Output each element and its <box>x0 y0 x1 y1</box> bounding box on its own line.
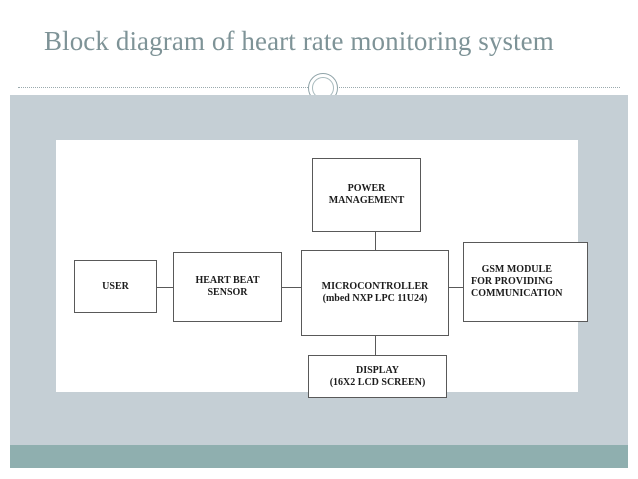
block-display[interactable]: DISPLAY (16X2 LCD SCREEN) <box>308 355 447 398</box>
block-display-label: DISPLAY (16X2 LCD SCREEN) <box>329 364 426 388</box>
block-gsm-module-label: GSM MODULE FOR PROVIDING COMMUNICATION <box>471 264 563 299</box>
slide: Block diagram of heart rate monitoring s… <box>10 10 628 468</box>
block-heart-beat-sensor[interactable]: HEART BEAT SENSOR <box>173 252 282 322</box>
wire-user-to-sensor <box>157 287 174 288</box>
wire-sensor-to-mcu <box>281 287 302 288</box>
block-user-label: USER <box>102 280 129 292</box>
wire-mcu-to-display <box>375 336 376 355</box>
block-power-management[interactable]: POWER MANAGEMENT <box>312 158 421 232</box>
block-power-management-label: POWER MANAGEMENT <box>328 183 405 206</box>
block-gsm-module[interactable]: GSM MODULE FOR PROVIDING COMMUNICATION <box>463 242 588 322</box>
diagram-canvas: POWER MANAGEMENT USER HEART BEAT SENSOR … <box>56 140 588 398</box>
block-heart-beat-sensor-label: HEART BEAT SENSOR <box>195 275 260 298</box>
footer-bar <box>10 445 628 468</box>
block-microcontroller[interactable]: MICROCONTROLLER (mbed NXP LPC 11U24) <box>301 250 449 336</box>
page-title: Block diagram of heart rate monitoring s… <box>44 26 554 56</box>
wire-power-to-mcu <box>375 232 376 250</box>
wire-mcu-to-gsm <box>448 287 464 288</box>
block-user[interactable]: USER <box>74 260 157 313</box>
block-microcontroller-label: MICROCONTROLLER (mbed NXP LPC 11U24) <box>321 281 429 304</box>
